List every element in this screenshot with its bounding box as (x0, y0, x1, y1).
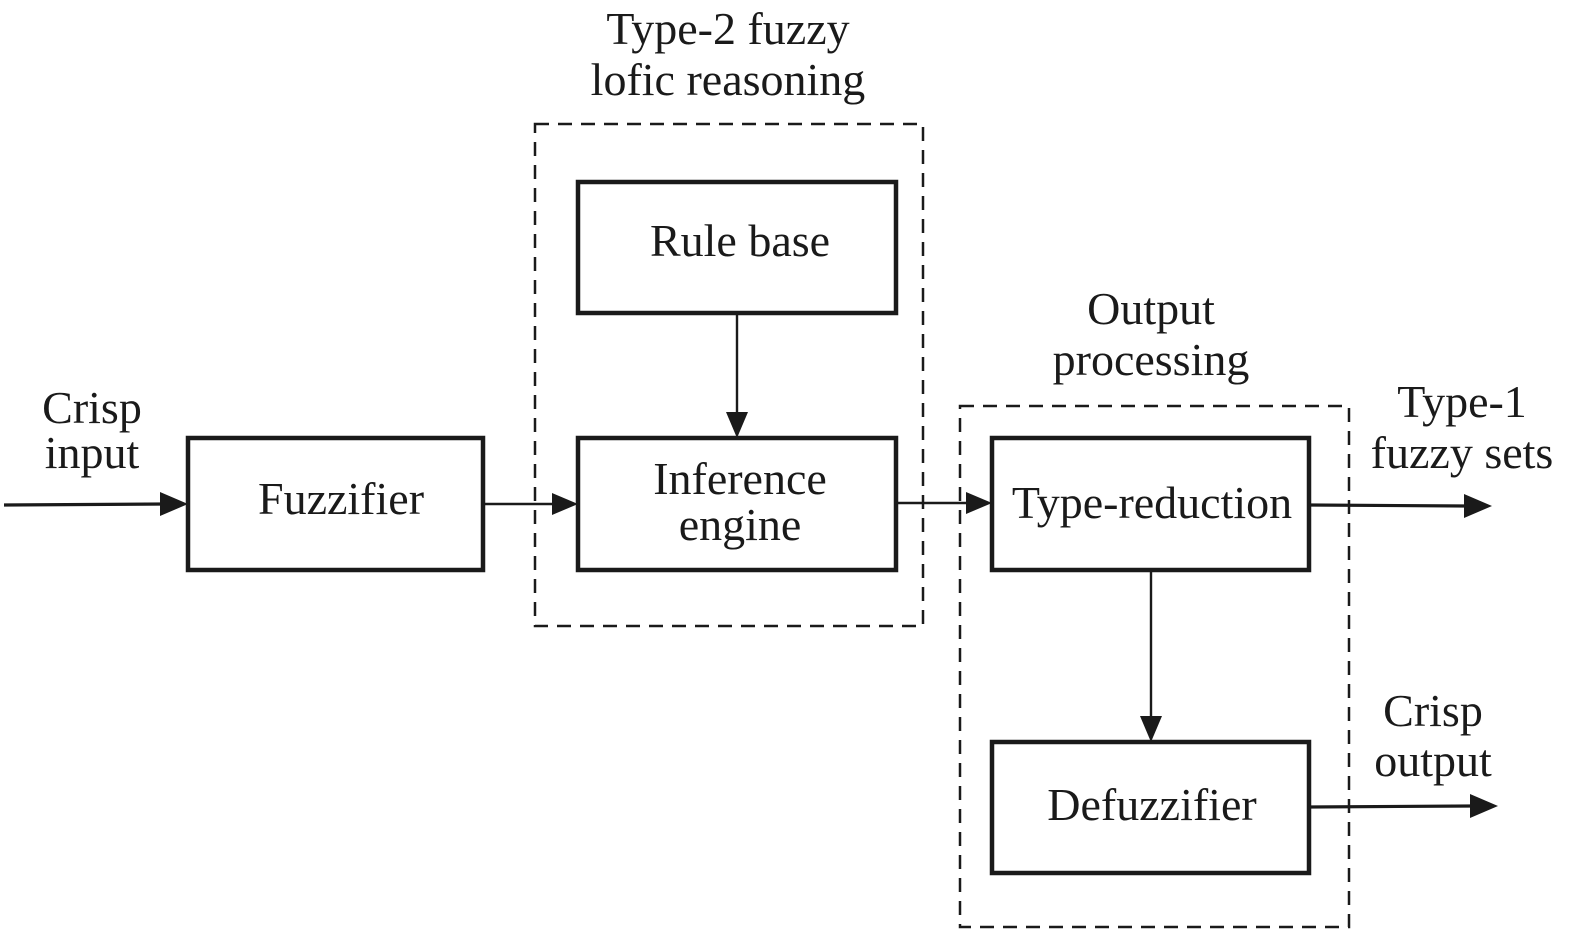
edge-defuzzifier-to-crisp-output (1308, 804, 1473, 809)
output-processing-group-title-line2: processing (1053, 334, 1250, 385)
defuzzifier-label: Defuzzifier (1047, 779, 1256, 830)
crisp-output-label-line2: output (1374, 735, 1492, 786)
defuzzifier-box (989, 739, 1312, 876)
reasoning-group: Type-2 fuzzy lofic reasoning (533, 3, 925, 628)
fuzzifier-box (185, 435, 486, 573)
arrowhead-inference-in (552, 493, 578, 515)
output-processing-group-title-line1: Output (1087, 283, 1215, 334)
inference-engine-label-line2: engine (679, 499, 802, 550)
inference-engine-label-line1: Inference (653, 453, 827, 504)
crisp-input-label: Crisp input (42, 382, 142, 478)
crisp-input-label-line1: Crisp (42, 382, 142, 433)
type1-fuzzy-sets-label: Type-1 fuzzy sets (1371, 376, 1554, 478)
arrowhead-fuzzifier-in (160, 492, 188, 516)
arrowhead-defuzzifier-top (1140, 716, 1162, 742)
edge-type-reduction-to-type1-sets (1308, 503, 1467, 508)
reasoning-group-title-line1: Type-2 fuzzy (606, 3, 849, 54)
reasoning-group-border (533, 122, 925, 628)
rule-base-label: Rule base (650, 215, 830, 266)
crisp-input-label-line2: input (45, 427, 140, 478)
fuzzifier-label: Fuzzifier (258, 473, 424, 524)
edges (3, 313, 1498, 818)
arrowhead-type1-sets-out (1464, 494, 1492, 518)
rule-base-box (575, 179, 899, 316)
fuzzifier-node: Fuzzifier (185, 435, 486, 573)
arrowhead-crisp-output-out (1470, 794, 1498, 818)
type-reduction-box (989, 435, 1312, 573)
edge-crisp-input-to-fuzzifier (3, 502, 167, 507)
type-reduction-label: Type-reduction (1012, 477, 1292, 528)
type-reduction-node: Type-reduction (989, 435, 1312, 573)
inference-engine-box (575, 435, 899, 573)
arrowhead-type-reduction-in (966, 492, 992, 514)
defuzzifier-node: Defuzzifier (989, 739, 1312, 876)
rule-base-node: Rule base (575, 179, 899, 316)
crisp-output-label-line1: Crisp (1383, 685, 1483, 736)
reasoning-group-title-line2: lofic reasoning (591, 54, 866, 105)
type1-fuzzy-sets-label-line1: Type-1 (1397, 376, 1527, 427)
output-processing-group-border (958, 404, 1351, 929)
arrowhead-inference-top (726, 412, 748, 438)
output-processing-group: Output processing (958, 283, 1351, 929)
crisp-output-label: Crisp output (1374, 685, 1492, 786)
inference-engine-node: Inference engine (575, 435, 899, 573)
type1-fuzzy-sets-label-line2: fuzzy sets (1371, 427, 1554, 478)
